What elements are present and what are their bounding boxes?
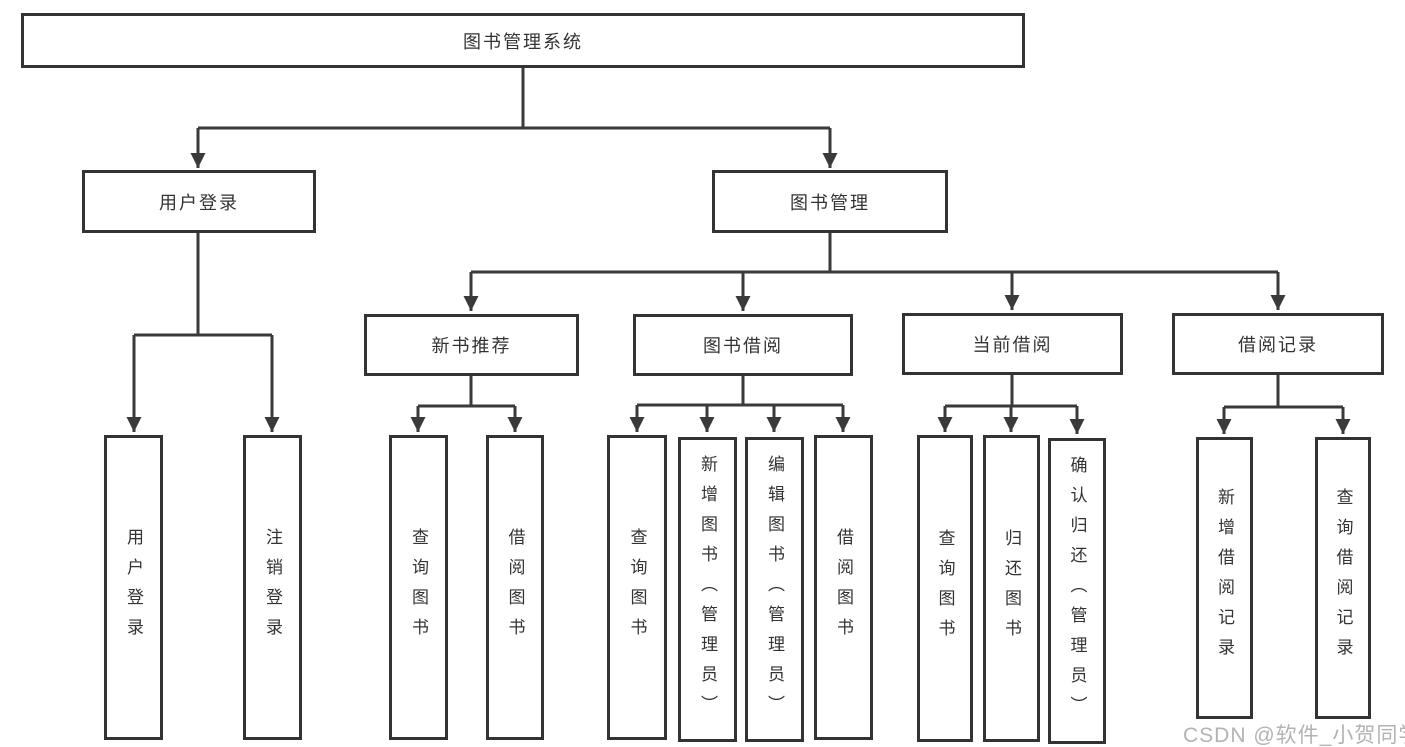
leaf-return-books: 归还图书 [983,435,1040,742]
node-root-library-system: 图书管理系统 [21,13,1025,68]
leaf-query-books-current: 查询图书 [917,435,973,742]
node-user-login: 用户登录 [82,170,316,233]
leaf-query-borrow-record: 查询借阅记录 [1315,437,1371,719]
node-current-borrowing: 当前借阅 [902,313,1123,375]
csdn-watermark: CSDN @软件_小贺同学 [1183,724,1405,747]
leaf-add-book-admin: 新增图书（管理员） [678,437,737,742]
leaf-query-books-recommend: 查询图书 [389,435,448,740]
node-new-book-recommend: 新书推荐 [364,314,579,376]
node-book-management: 图书管理 [712,170,948,233]
leaf-borrow-books: 借阅图书 [814,435,873,740]
leaf-confirm-return-admin: 确认归还（管理员） [1048,438,1106,744]
node-book-borrowing: 图书借阅 [633,314,853,376]
leaf-add-borrow-record: 新增借阅记录 [1196,437,1253,719]
leaf-borrow-books-recommend: 借阅图书 [486,435,544,740]
leaf-logout: 注销登录 [243,435,302,740]
leaf-user-login: 用户登录 [104,435,163,740]
leaf-query-books-borrowing: 查询图书 [607,435,667,740]
leaf-edit-book-admin: 编辑图书（管理员） [745,437,804,742]
node-borrowing-records: 借阅记录 [1172,313,1384,375]
